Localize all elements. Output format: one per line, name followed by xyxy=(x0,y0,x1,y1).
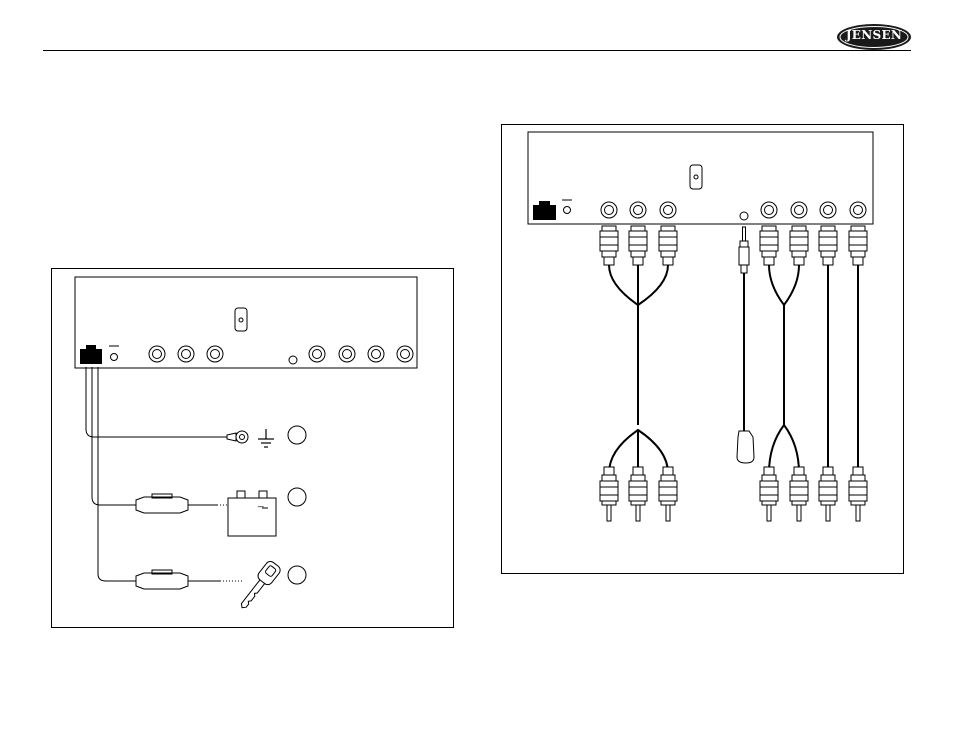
power-harness-connector-icon xyxy=(533,205,556,220)
ground-symbol-icon xyxy=(258,429,274,447)
power-harness-connector-icon xyxy=(80,349,102,364)
battery-minus-label: _ xyxy=(258,497,264,508)
remote-jack xyxy=(740,212,748,220)
remote-jack xyxy=(289,356,297,364)
mounting-bolt xyxy=(235,308,247,331)
mounting-bolt xyxy=(690,165,702,189)
wired-remote-icon xyxy=(737,431,754,463)
av-connection-diagram xyxy=(501,124,904,574)
callout-circle-1 xyxy=(288,426,306,444)
av-connection-drawing xyxy=(502,125,903,573)
y-cable-left xyxy=(609,265,668,473)
rca-jack-group-left xyxy=(149,346,223,362)
ignition-key-icon xyxy=(236,559,282,612)
rca-jack-group-right xyxy=(309,346,413,362)
mini-jack-icon xyxy=(739,227,749,273)
unit-rear-chassis xyxy=(75,277,417,368)
header-rule xyxy=(43,50,911,51)
rca-plug-icon xyxy=(600,226,618,265)
callout-circle-2 xyxy=(288,488,306,506)
power-wiring-diagram: _ xyxy=(51,268,454,628)
power-wiring-drawing xyxy=(52,269,453,627)
y-cable-right xyxy=(769,265,799,473)
battery-icon xyxy=(228,498,276,536)
ground-wire xyxy=(86,367,227,437)
ignition-wire xyxy=(98,367,130,581)
callout-circle-3 xyxy=(288,566,306,584)
brand-name: JENSEN xyxy=(836,28,912,42)
